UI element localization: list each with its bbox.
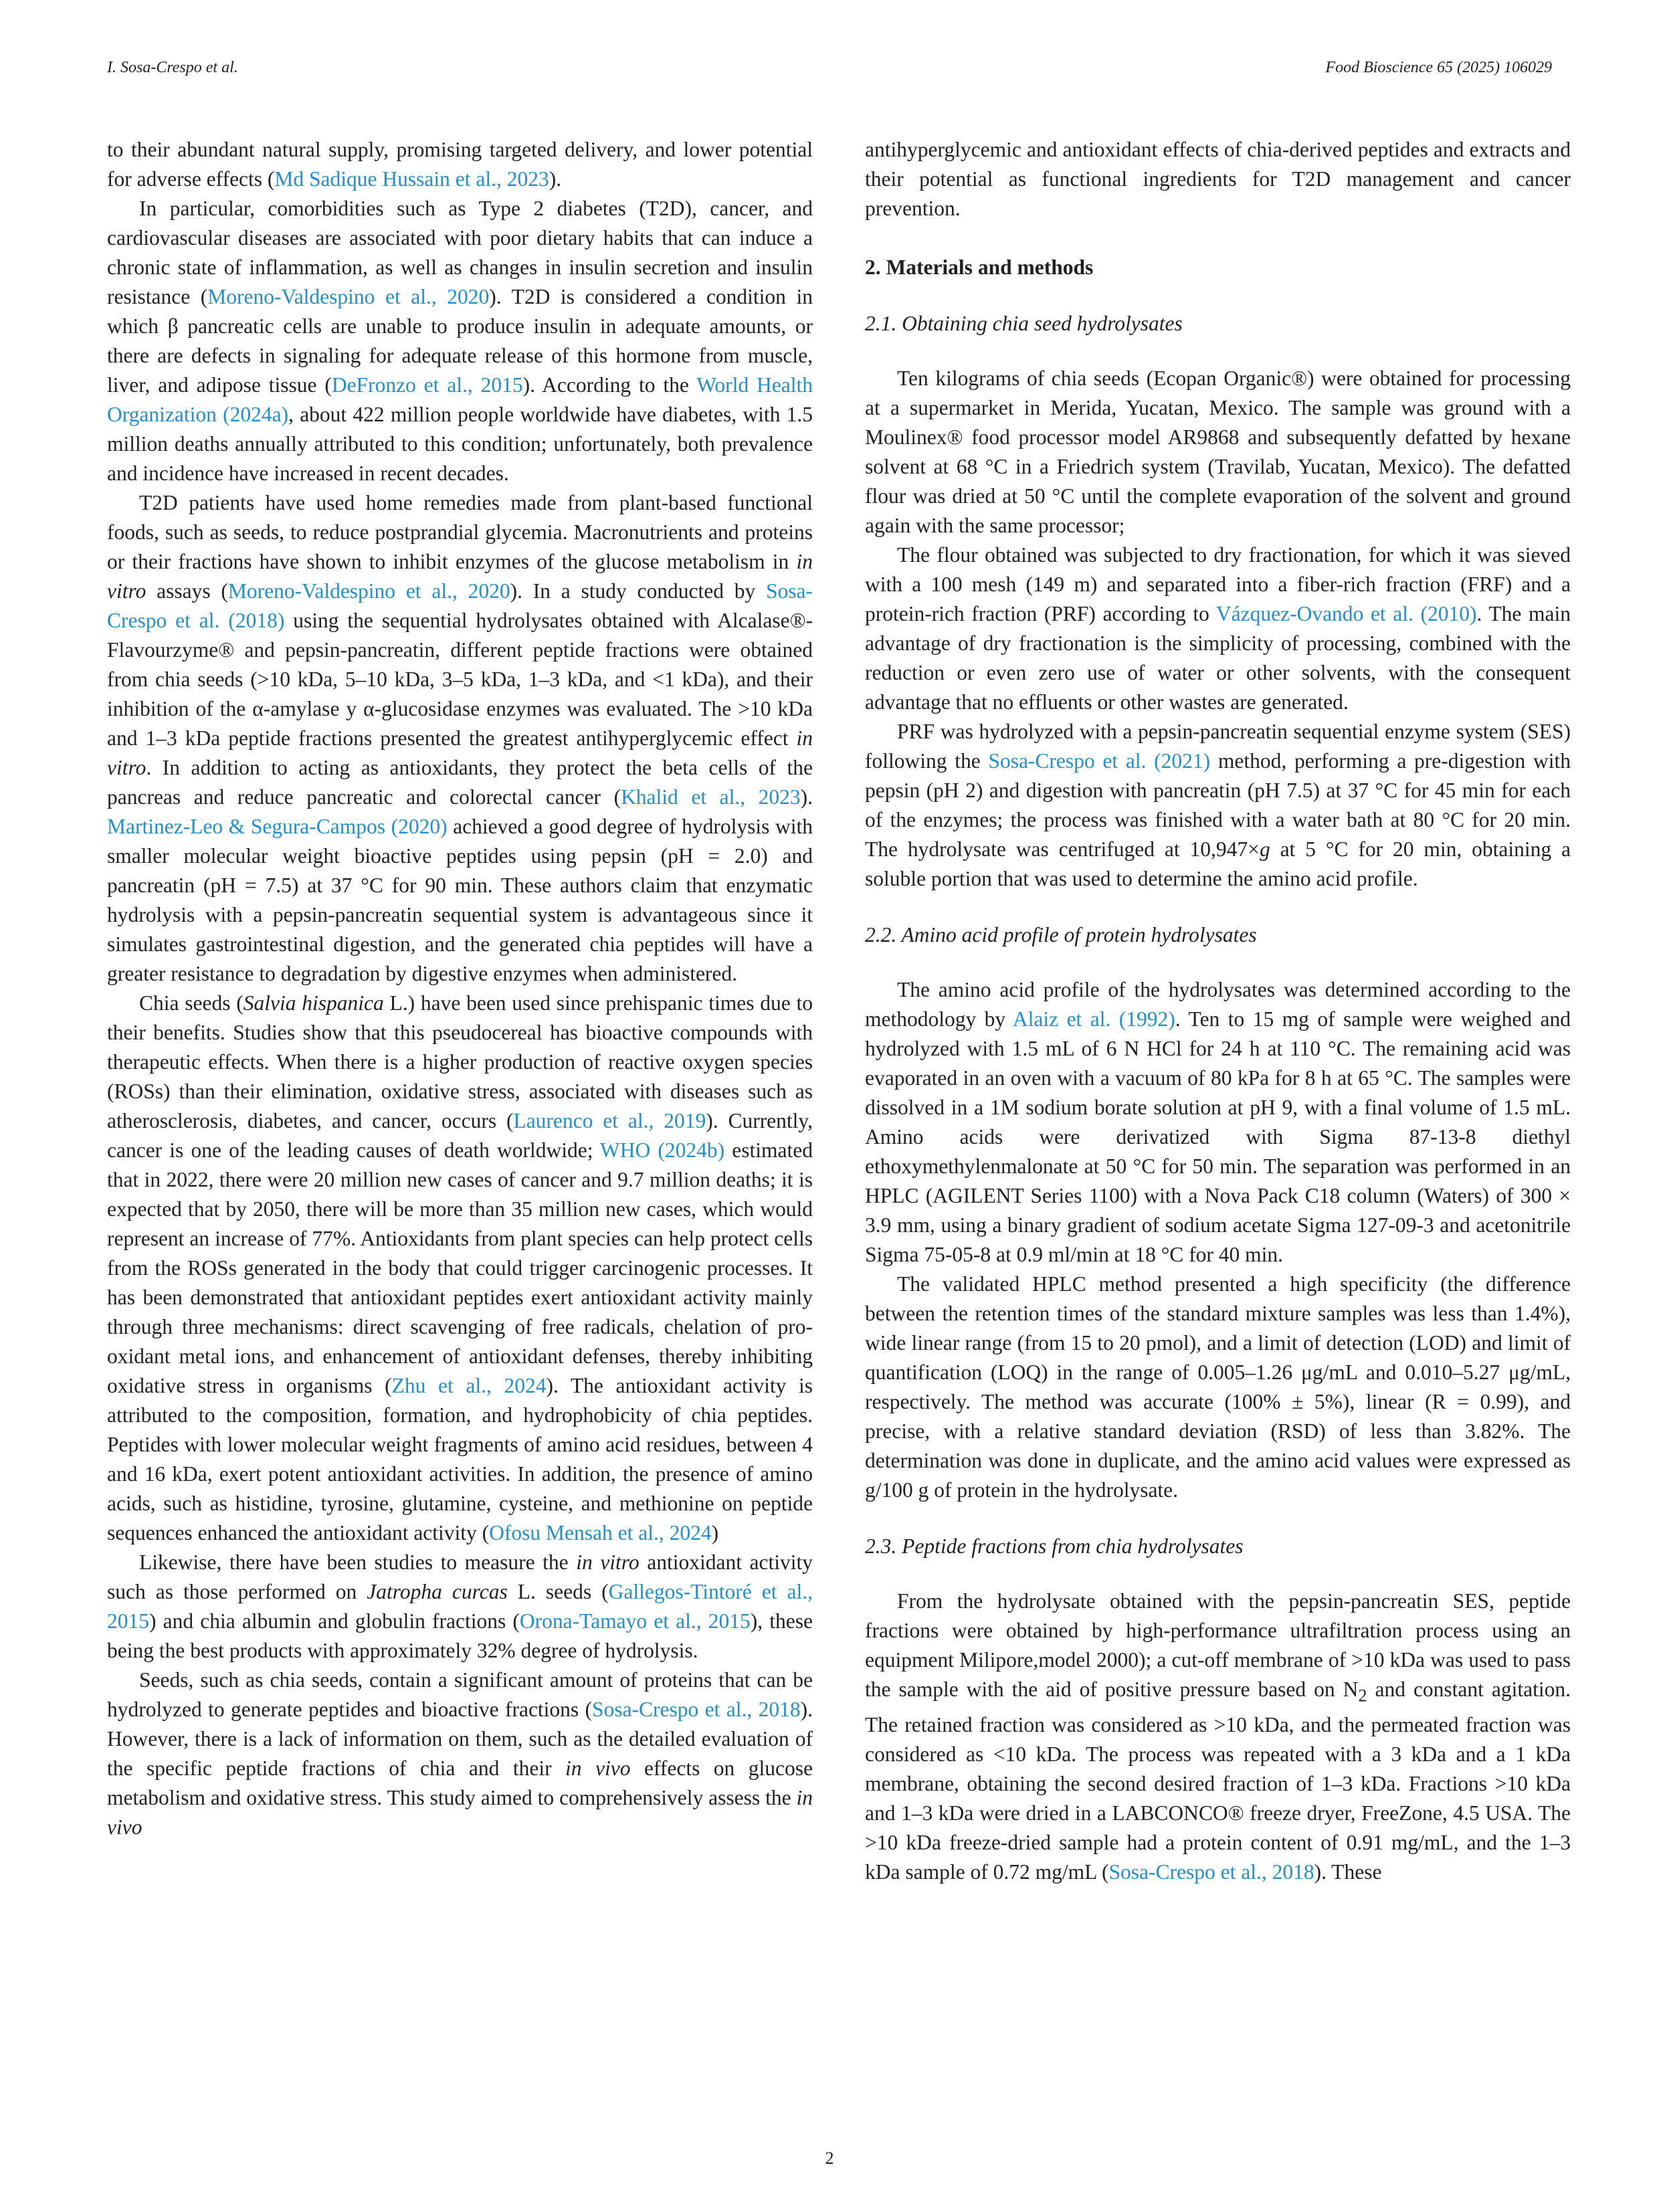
running-header-authors: I. Sosa-Crespo et al. xyxy=(107,59,238,76)
right-column: antihyperglycemic and antioxidant effect… xyxy=(865,135,1571,1887)
paragraph: Chia seeds (Salvia hispanica L.) have be… xyxy=(107,991,813,1544)
citation-link[interactable]: World Health Organization (2024a) xyxy=(107,373,813,426)
citation-link[interactable]: Moreno-Valdespino et al., 2020 xyxy=(227,579,510,603)
section-heading: 2. Materials and methods xyxy=(865,256,1094,279)
citation-link[interactable]: Md Sadique Hussain et al., 2023 xyxy=(274,167,549,191)
subsection-heading: 2.1. Obtaining chia seed hydrolysates xyxy=(865,312,1183,335)
paragraph: From the hydrolysate obtained with the p… xyxy=(865,1589,1571,1884)
paragraph: The amino acid profile of the hydrolysat… xyxy=(865,978,1571,1266)
citation-link[interactable]: Sosa-Crespo et al. (2018) xyxy=(107,579,813,632)
citation-link[interactable]: Ofosu Mensah et al., 2024 xyxy=(489,1521,712,1544)
italic-term: Jatropha curcas xyxy=(367,1580,508,1603)
italic-term: in vitro xyxy=(576,1550,640,1574)
citation-link[interactable]: Gallegos-Tintoré et al., 2015 xyxy=(107,1580,813,1633)
paragraph: The flour obtained was subjected to dry … xyxy=(865,543,1571,714)
paragraph: antihyperglycemic and antioxidant effect… xyxy=(865,138,1571,220)
citation-link[interactable]: Sosa-Crespo et al., 2018 xyxy=(592,1698,801,1721)
paragraph: In particular, comorbidities such as Typ… xyxy=(107,197,813,485)
paragraph: to their abundant natural supply, promis… xyxy=(107,138,813,191)
citation-link[interactable]: DeFronzo et al., 2015 xyxy=(331,373,523,397)
citation-link[interactable]: Moreno-Valdespino et al., 2020 xyxy=(207,285,490,308)
citation-link[interactable]: Alaiz et al. (1992) xyxy=(1012,1007,1175,1031)
subsection-heading: 2.3. Peptide fractions from chia hydroly… xyxy=(865,1534,1244,1558)
italic-term: in vitro xyxy=(107,726,813,779)
citation-link[interactable]: Vázquez-Ovando et al. (2010) xyxy=(1215,602,1477,625)
paragraph: Ten kilograms of chia seeds (Ecopan Orga… xyxy=(865,367,1571,537)
citation-link[interactable]: Khalid et al., 2023 xyxy=(621,785,801,809)
subscript: 2 xyxy=(1358,1686,1367,1706)
page-number: 2 xyxy=(825,2148,834,2168)
subsection-heading: 2.2. Amino acid profile of protein hydro… xyxy=(865,923,1257,946)
running-header-journal: Food Bioscience 65 (2025) 106029 xyxy=(1325,59,1552,76)
italic-term: Salvia hispanica xyxy=(243,991,384,1015)
paragraph: T2D patients have used home remedies mad… xyxy=(107,491,813,985)
paragraph: PRF was hydrolyzed with a pepsin-pancrea… xyxy=(865,720,1571,890)
italic-term: in vitro xyxy=(107,550,813,603)
italic-term: in vivo xyxy=(107,1786,813,1839)
citation-link[interactable]: Laurenco et al., 2019 xyxy=(513,1109,706,1132)
citation-link[interactable]: Orona-Tamayo et al., 2015 xyxy=(519,1609,751,1633)
italic-term: in vivo xyxy=(565,1756,631,1780)
paragraph: Seeds, such as chia seeds, contain a sig… xyxy=(107,1668,813,1839)
italic-term: g xyxy=(1259,837,1270,861)
citation-link[interactable]: Martinez-Leo & Segura-Campos (2020) xyxy=(107,815,448,838)
paragraph: Likewise, there have been studies to mea… xyxy=(107,1550,813,1662)
citation-link[interactable]: Sosa-Crespo et al. (2021) xyxy=(988,749,1211,773)
left-column: to their abundant natural supply, promis… xyxy=(107,135,813,1842)
citation-link[interactable]: WHO (2024b) xyxy=(600,1138,725,1162)
paragraph: The validated HPLC method presented a hi… xyxy=(865,1272,1571,1502)
citation-link[interactable]: Zhu et al., 2024 xyxy=(391,1374,547,1397)
citation-link[interactable]: Sosa-Crespo et al., 2018 xyxy=(1108,1860,1314,1884)
